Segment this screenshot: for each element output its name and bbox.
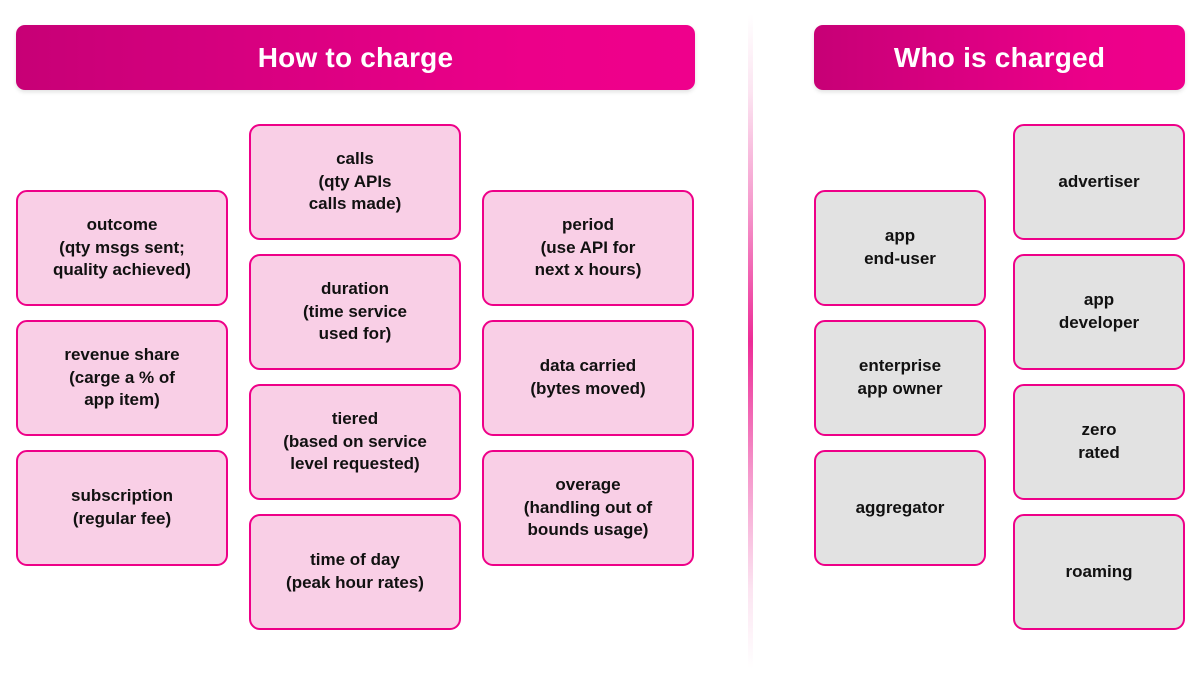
card-calls: calls (qty APIs calls made) [249,124,461,240]
card-revenue-share-label: revenue share (carge a % of app item) [64,345,180,410]
card-roaming-label: roaming [1065,561,1133,581]
card-app-end-user-label: app end-user [864,226,936,268]
card-subscription-label: subscription (regular fee) [70,486,173,528]
card-enterprise-app-owner: enterprise app owner [814,320,986,436]
panel-header-who-is-charged: Who is charged [814,25,1185,90]
card-data-carried-label: data carried (bytes moved) [530,356,646,398]
card-subscription: subscription (regular fee) [16,450,228,566]
card-roaming: roaming [1013,514,1185,630]
card-overage: overage (handling out of bounds usage) [482,450,694,566]
card-period-label: period (use API for next x hours) [534,215,642,280]
card-zero-rated: zero rated [1013,384,1185,500]
card-duration-label: duration (time service used for) [303,279,407,344]
card-aggregator-label: aggregator [855,497,945,517]
card-zero-rated-label: zero rated [1078,420,1120,462]
panel-header-how-to-charge: How to charge [16,25,695,90]
card-revenue-share: revenue share (carge a % of app item) [16,320,228,436]
card-advertiser: advertiser [1013,124,1185,240]
card-data-carried: data carried (bytes moved) [482,320,694,436]
card-tiered: tiered (based on service level requested… [249,384,461,500]
card-period: period (use API for next x hours) [482,190,694,306]
card-enterprise-app-owner-label: enterprise app owner [857,356,943,398]
card-tiered-label: tiered (based on service level requested… [283,409,427,474]
card-app-end-user: app end-user [814,190,986,306]
card-overage-label: overage (handling out of bounds usage) [523,475,653,540]
card-time-of-day-label: time of day (peak hour rates) [286,550,424,592]
panel-divider [748,14,753,669]
card-time-of-day: time of day (peak hour rates) [249,514,461,630]
card-aggregator: aggregator [814,450,986,566]
card-outcome: outcome (qty msgs sent; quality achieved… [16,190,228,306]
card-advertiser-label: advertiser [1058,171,1140,191]
card-app-developer: app developer [1013,254,1185,370]
card-calls-label: calls (qty APIs calls made) [308,149,402,214]
card-outcome-label: outcome (qty msgs sent; quality achieved… [53,215,191,280]
panel-title-who-is-charged: Who is charged [893,41,1106,73]
card-duration: duration (time service used for) [249,254,461,370]
panel-title-how-to-charge: How to charge [257,41,454,73]
card-app-developer-label: app developer [1058,290,1140,332]
